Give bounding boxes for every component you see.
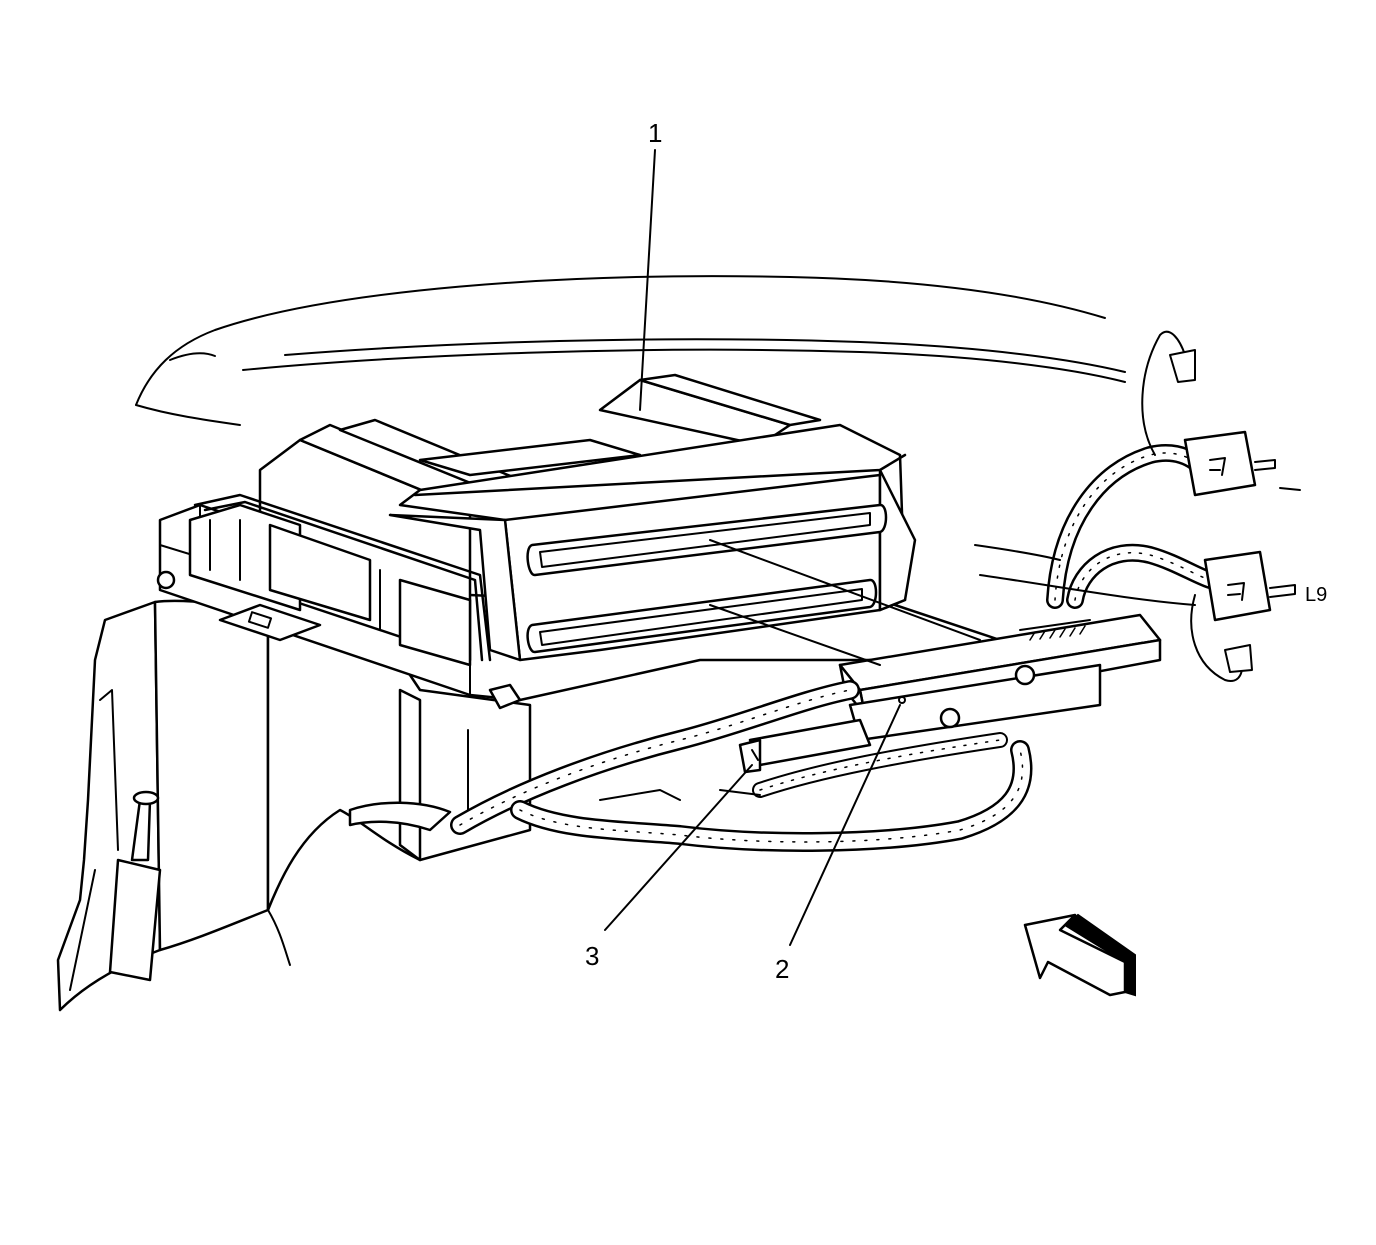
- module-rear-fins: [418, 373, 822, 477]
- upper-vent-outlet: [526, 503, 888, 577]
- left-panel: [56, 599, 291, 1012]
- callout-1: 1: [648, 118, 662, 148]
- control-module: [838, 613, 1162, 742]
- dashboard-outline: [135, 275, 1126, 426]
- lower-vent-outlet: [526, 578, 878, 654]
- leader-line-vent-lower: [709, 604, 881, 666]
- right-harness: L9: [974, 330, 1327, 682]
- leader-line-vent-upper: [709, 539, 981, 641]
- view-direction-arrow: [1023, 913, 1136, 997]
- leader-line-1: [639, 149, 656, 411]
- callout-3: 3: [585, 941, 599, 971]
- connector-mark-label: L9: [1305, 584, 1327, 606]
- leader-lines: [604, 149, 981, 946]
- leader-line-2: [789, 704, 901, 946]
- callout-2: 2: [775, 954, 789, 984]
- harness-connector: [738, 718, 872, 774]
- leader-line-3: [604, 764, 753, 931]
- module-lower-body: [266, 613, 532, 912]
- wiring-harness: [450, 680, 1033, 852]
